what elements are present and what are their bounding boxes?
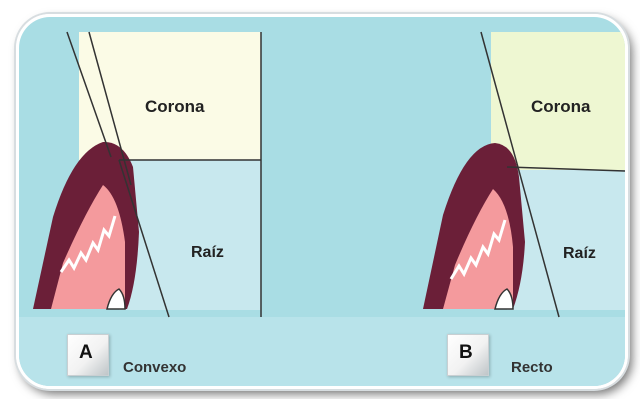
panel-a-letter: A	[79, 342, 93, 364]
figure-frame: Corona Raíz Corona Raíz A Convexo B Rect…	[16, 14, 628, 389]
diagram-canvas	[19, 17, 625, 386]
panel-a-root	[119, 160, 261, 310]
panel-b-caption: Recto	[511, 359, 553, 376]
panel-a-caption: Convexo	[123, 359, 186, 376]
panel-a-crown-label: Corona	[145, 97, 205, 117]
panel-b-letter: B	[459, 342, 473, 364]
panel-a-root-label: Raíz	[191, 244, 224, 262]
panel-b-root-label: Raíz	[563, 245, 596, 263]
panel-b-crown-label: Corona	[531, 97, 591, 117]
